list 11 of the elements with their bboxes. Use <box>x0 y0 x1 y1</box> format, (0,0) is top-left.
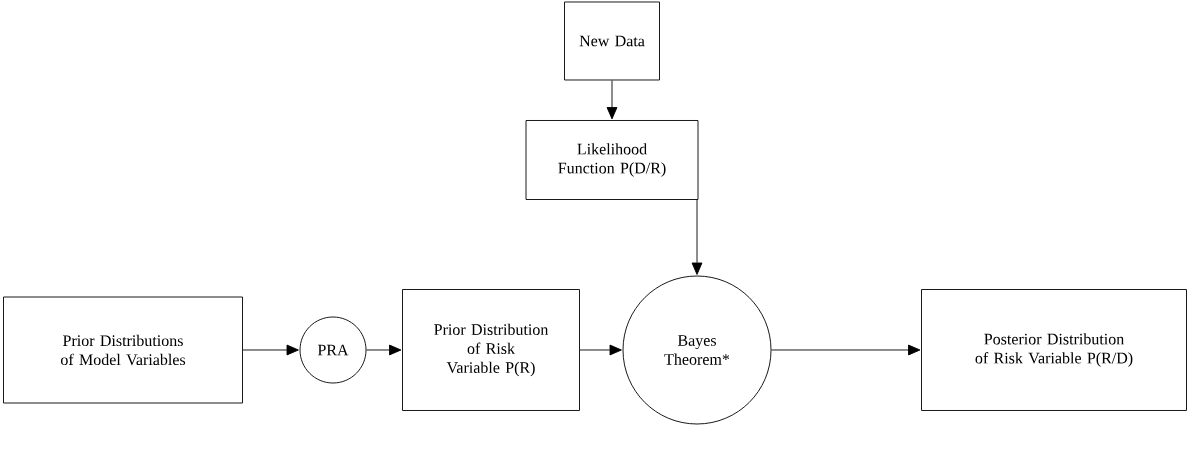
arrow <box>579 344 622 356</box>
input-box: Prior Distributions of Model Variables <box>3 296 243 404</box>
arrow <box>242 344 299 356</box>
arrow <box>366 344 402 356</box>
process-box: Likelihood Function P(D/R) <box>525 120 699 200</box>
arrow <box>691 199 703 275</box>
arrow <box>771 344 921 356</box>
data-box: New Data <box>564 1 660 81</box>
result-box: Prior Distribution of Risk Variable P(R) <box>402 289 580 411</box>
output-box: Posterior Distribution of Risk Variable P(R/D) <box>921 289 1187 411</box>
arrow <box>606 80 618 120</box>
